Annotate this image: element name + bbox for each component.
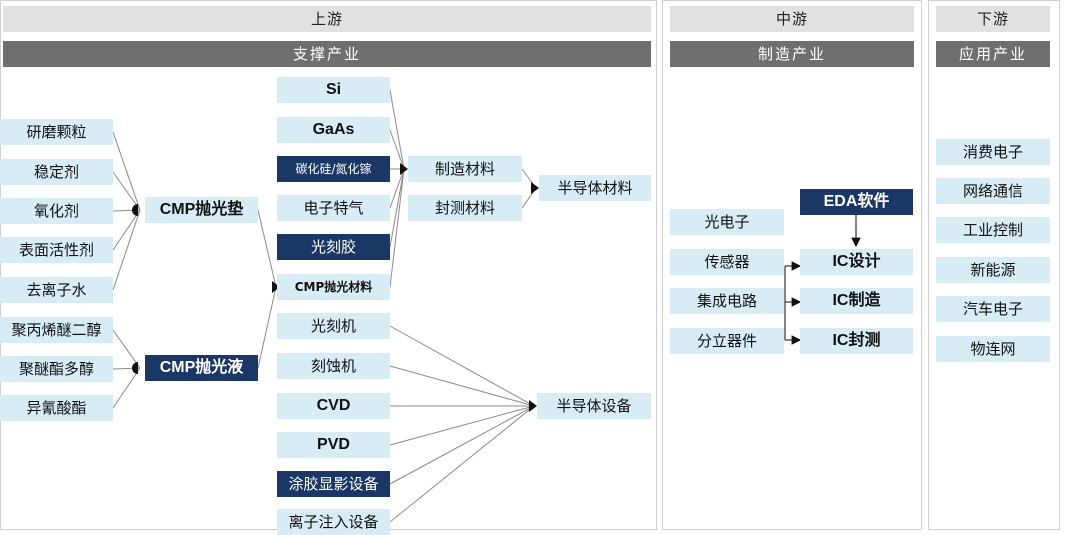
equipment-etcher: 刻蚀机 [277, 353, 390, 379]
upstream-header: 上游 [3, 6, 651, 32]
downstream-subheader: 应用产业 [936, 41, 1050, 67]
liquid-input-polyester-polyol: 聚醚酯多醇 [0, 356, 113, 382]
app-new-energy: 新能源 [936, 257, 1050, 283]
equipment-coater-developer: 涂胶显影设备 [277, 471, 390, 497]
material-gaas: GaAs [277, 117, 390, 143]
semiconductor-equipment-box: 半导体设备 [537, 393, 651, 419]
midstream-header: 中游 [670, 6, 914, 32]
eda-software-box: EDA软件 [800, 189, 913, 215]
manufacturing-material-box: 制造材料 [408, 156, 522, 182]
downstream-header: 下游 [936, 6, 1050, 32]
pad-input-stabilizer: 稳定剂 [0, 159, 113, 185]
equipment-cvd: CVD [277, 393, 390, 419]
pad-input-abrasive: 研磨颗粒 [0, 119, 113, 145]
upstream-subheader: 支撑产业 [3, 41, 651, 67]
app-network-communication: 网络通信 [936, 178, 1050, 204]
material-special-gas: 电子特气 [277, 195, 390, 221]
midstream-ic: 集成电路 [670, 288, 784, 314]
ic-packaging-box: IC封测 [800, 328, 913, 354]
midstream-subheader: 制造产业 [670, 41, 914, 67]
packaging-material-box: 封测材料 [408, 195, 522, 221]
pad-input-oxidizer: 氧化剂 [0, 198, 113, 224]
liquid-input-isocyanate: 异氰酸酯 [0, 395, 113, 421]
equipment-ion-implanter: 离子注入设备 [277, 509, 390, 535]
material-sic-gan: 碳化硅/氮化镓 [277, 156, 390, 182]
equipment-pvd: PVD [277, 432, 390, 458]
pad-input-deionized-water: 去离子水 [0, 277, 113, 303]
app-consumer-electronics: 消费电子 [936, 139, 1050, 165]
liquid-input-ppg: 聚丙烯醚二醇 [0, 317, 113, 343]
app-iot: 物连网 [936, 336, 1050, 362]
midstream-discrete: 分立器件 [670, 328, 784, 354]
ic-manufacturing-box: IC制造 [800, 288, 913, 314]
material-si: Si [277, 77, 390, 103]
material-cmp-polishing: CMP抛光材料 [277, 274, 390, 300]
ic-design-box: IC设计 [800, 249, 913, 275]
app-automotive-electronics: 汽车电子 [936, 296, 1050, 322]
pad-input-surfactant: 表面活性剂 [0, 237, 113, 263]
app-industrial-control: 工业控制 [936, 217, 1050, 243]
midstream-sensor: 传感器 [670, 249, 784, 275]
cmp-pad-box: CMP抛光垫 [145, 197, 258, 223]
semiconductor-material-box: 半导体材料 [539, 175, 651, 201]
cmp-liquid-box: CMP抛光液 [145, 355, 258, 381]
equipment-lithography: 光刻机 [277, 313, 390, 339]
material-photoresist: 光刻胶 [277, 234, 390, 260]
midstream-optoelectronics: 光电子 [670, 209, 784, 235]
